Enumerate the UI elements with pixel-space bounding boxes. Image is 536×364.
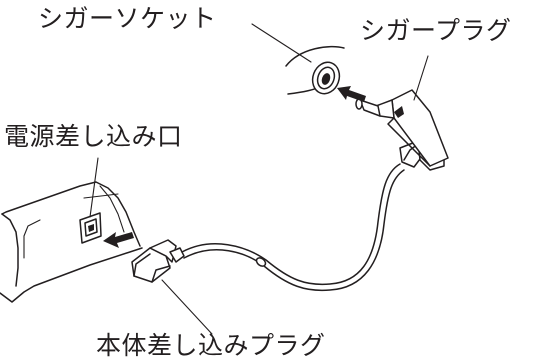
label-cigar-plug: シガープラグ [360, 16, 512, 45]
cigar-socket [285, 45, 345, 95]
power-inlet-port [79, 212, 102, 244]
body-plug-leader [161, 279, 213, 335]
label-power-inlet: 電源差し込み口 [4, 122, 183, 151]
insert-arrow-body [103, 232, 134, 248]
label-cigar-socket: シガーソケット [38, 4, 217, 33]
insert-arrow-socket [337, 86, 366, 102]
cigar-plug-leader [413, 55, 429, 101]
body-plug [131, 239, 185, 283]
cable [181, 163, 405, 292]
label-body-plug: 本体差し込みプラグ [96, 331, 326, 360]
device-body [0, 181, 143, 303]
cigar-socket-leader [251, 23, 312, 63]
cigar-plug [355, 89, 449, 171]
power-inlet-leader [89, 157, 99, 218]
